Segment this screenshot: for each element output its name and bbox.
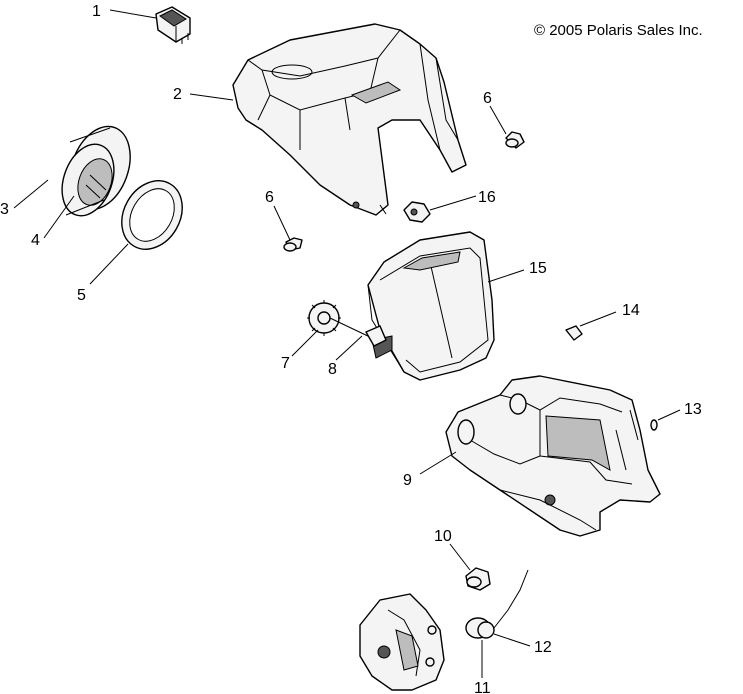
part-6-screw-lower <box>283 237 303 252</box>
part-13-o-ring <box>650 419 658 431</box>
callout-2: 2 <box>173 86 182 103</box>
callout-11: 11 <box>474 680 491 694</box>
part-16-fastener <box>403 201 431 223</box>
leader-lines <box>13 9 681 678</box>
part-7-adjuster-gear <box>307 300 341 336</box>
callout-9: 9 <box>403 472 412 489</box>
part-5-retaining-ring <box>121 180 183 250</box>
part-9-lower-shroud <box>445 375 661 537</box>
part-1-switch <box>155 6 191 44</box>
mounting-bracket <box>359 593 445 691</box>
callout-15: 15 <box>529 260 547 277</box>
copyright-notice: © 2005 Polaris Sales Inc. <box>534 22 703 39</box>
part-2-upper-shroud <box>232 23 467 216</box>
callout-13: 13 <box>684 401 702 418</box>
part-3-4-light-bezel <box>61 125 131 217</box>
part-14-clip <box>565 325 583 341</box>
callout-16: 16 <box>478 189 496 206</box>
callout-14: 14 <box>622 302 640 319</box>
callout-12: 12 <box>534 639 552 656</box>
callout-7: 7 <box>281 355 290 372</box>
part-8-adjuster-shaft <box>329 317 387 347</box>
callout-3: 3 <box>0 201 9 218</box>
callout-10: 10 <box>434 528 452 545</box>
callout-4: 4 <box>31 232 40 249</box>
callout-1: 1 <box>92 3 101 20</box>
callout-6-lower: 6 <box>265 189 274 206</box>
callout-6-upper: 6 <box>483 90 492 107</box>
part-6-screw-upper <box>505 131 525 149</box>
callout-labels: 1 2 3 4 5 6 6 7 8 9 10 11 12 13 14 15 16 <box>0 3 702 694</box>
part-10-bolt <box>465 567 491 591</box>
part-11-12-bulb-socket <box>465 569 529 639</box>
callout-5: 5 <box>77 287 86 304</box>
part-15-headlight-housing <box>367 231 495 381</box>
callout-8: 8 <box>328 361 337 378</box>
